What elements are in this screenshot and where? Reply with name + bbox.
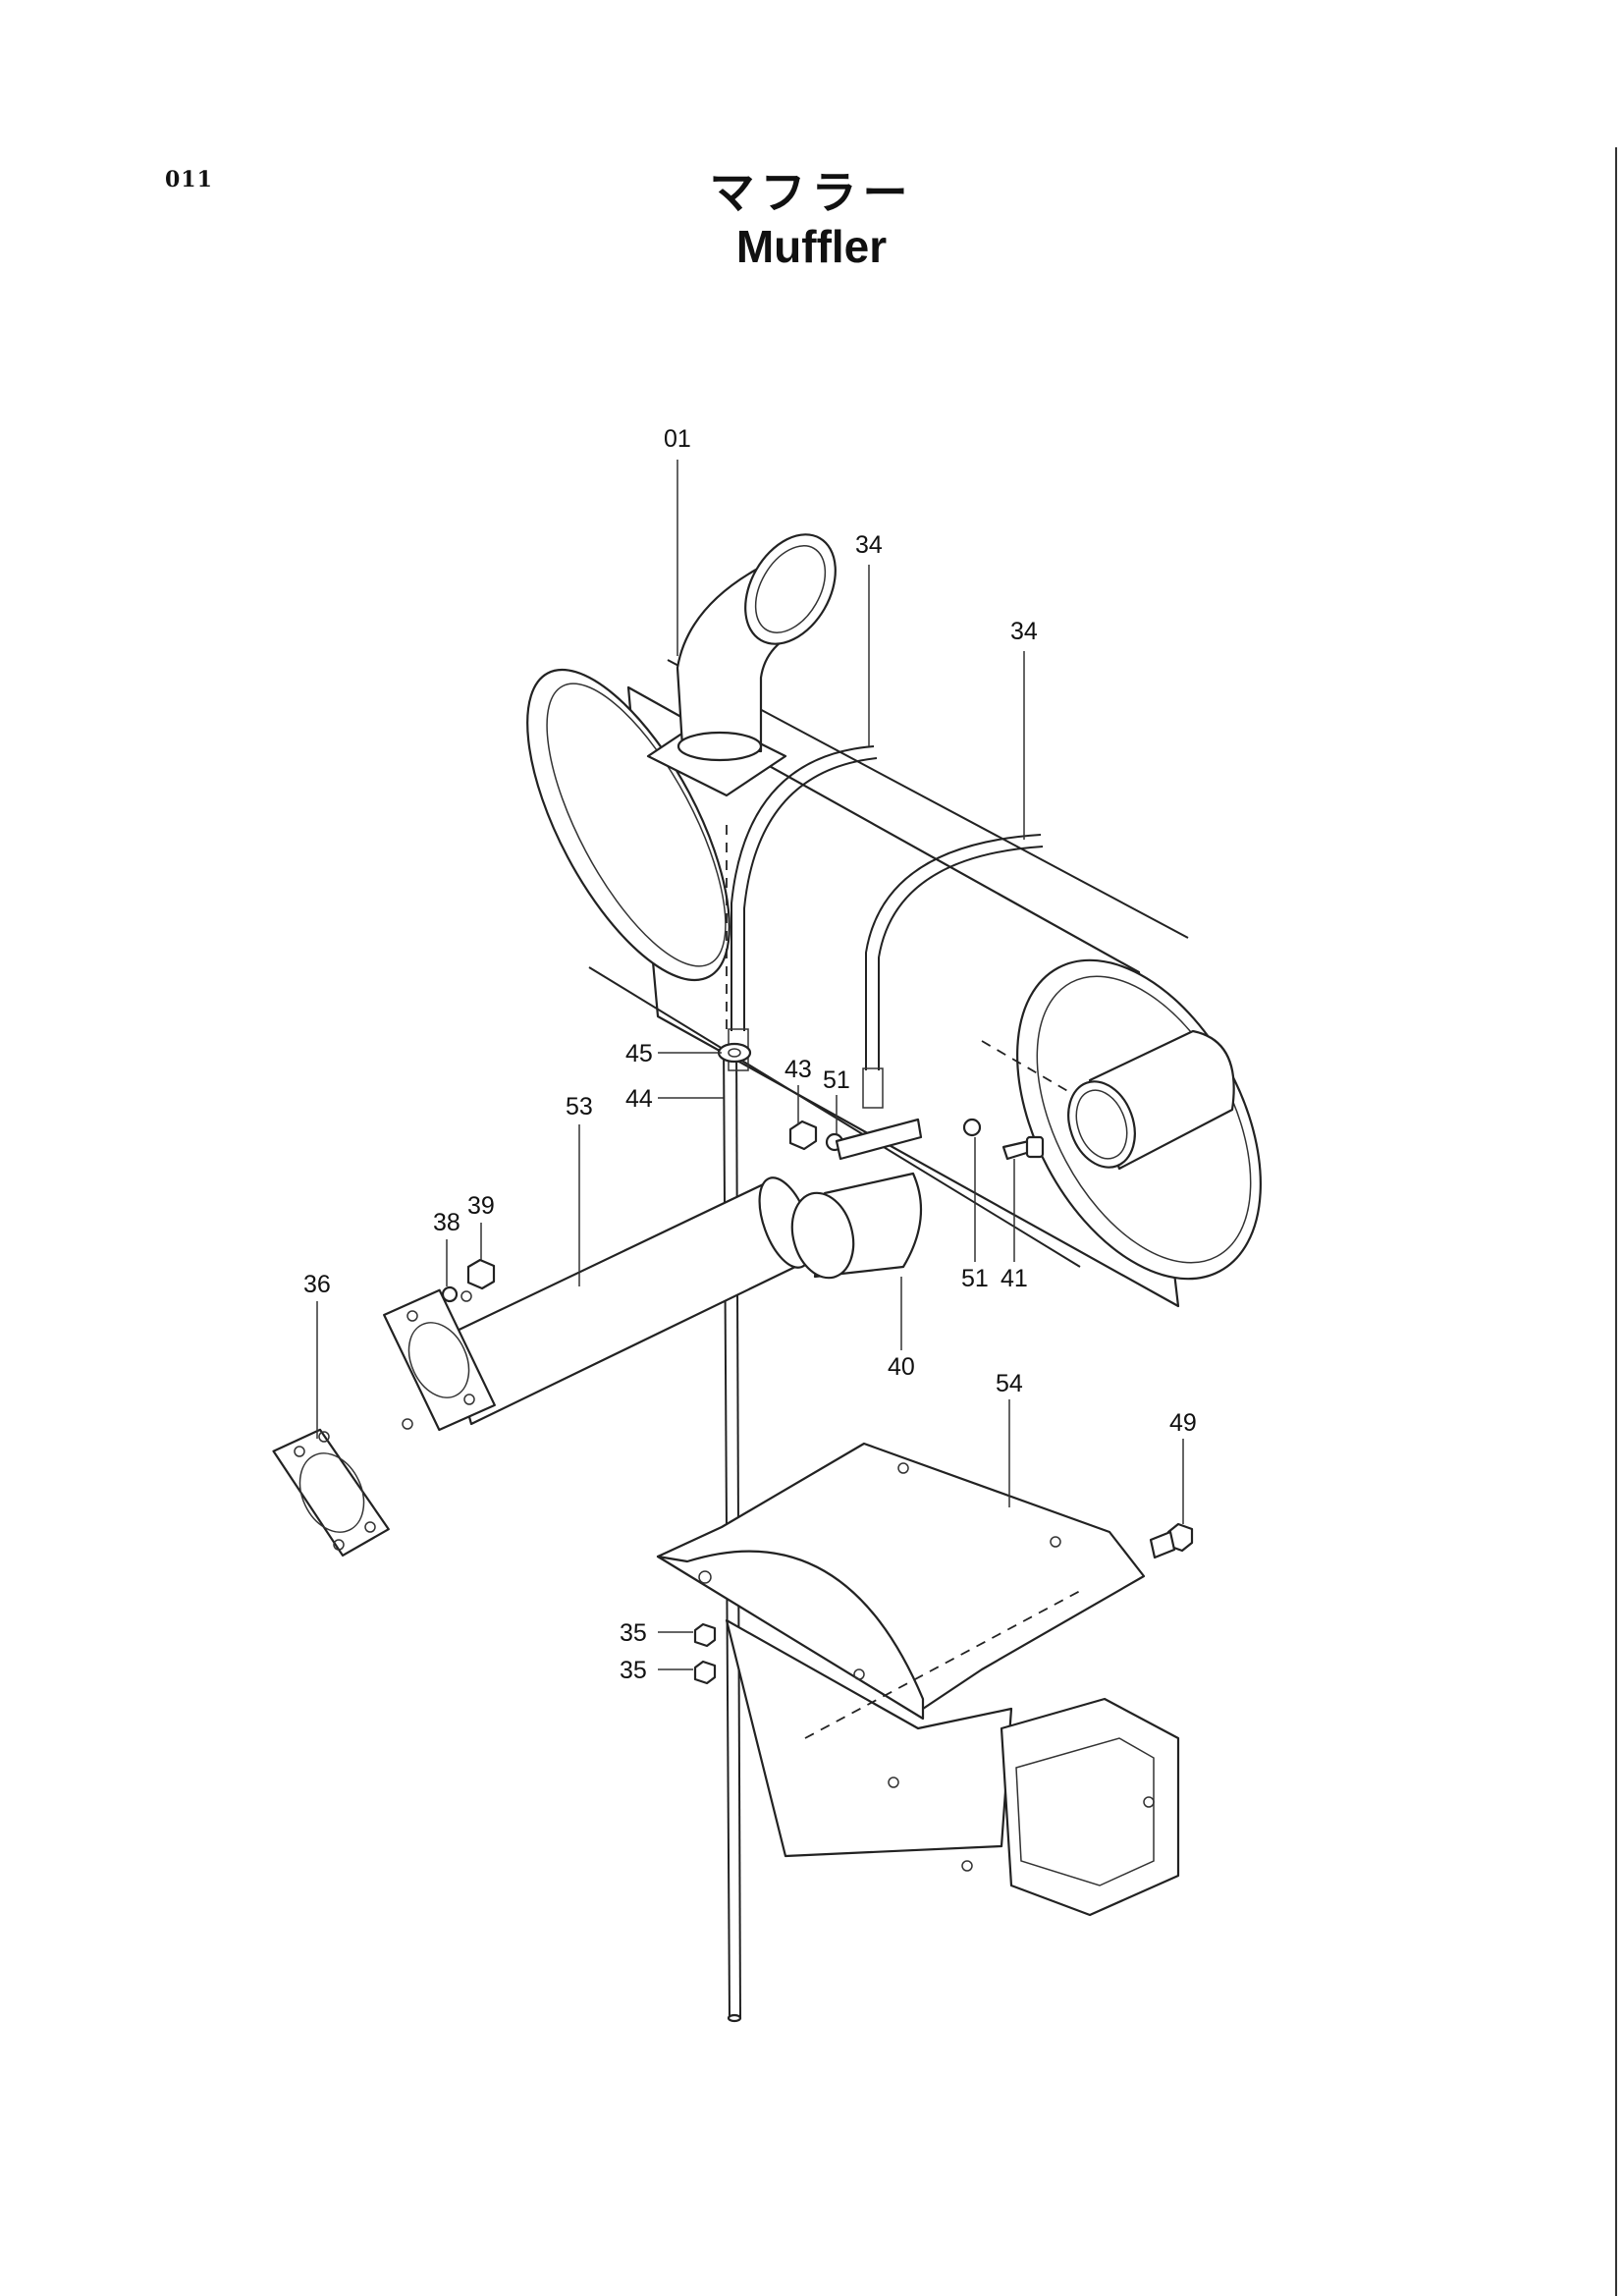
part-small-hardware bbox=[441, 1042, 1194, 1685]
part-tail-pipe bbox=[1067, 1029, 1235, 1171]
callout-41: 41 bbox=[1001, 1265, 1028, 1292]
part-band-clamps bbox=[728, 745, 1044, 1109]
page-title-english: Muffler bbox=[735, 221, 888, 272]
callout-44: 44 bbox=[625, 1085, 653, 1113]
callout-51-upper: 51 bbox=[823, 1066, 850, 1094]
callout-labels: 01 34 34 45 44 43 51 53 38 39 36 51 41 4… bbox=[303, 425, 1197, 1684]
callout-43: 43 bbox=[784, 1056, 812, 1083]
callout-35-lower: 35 bbox=[620, 1657, 647, 1684]
part-outlet-elbow bbox=[646, 533, 837, 797]
callout-34-upper: 34 bbox=[855, 531, 883, 559]
callout-51-lower: 51 bbox=[961, 1265, 989, 1292]
callout-39: 39 bbox=[467, 1192, 495, 1220]
callout-36: 36 bbox=[303, 1271, 331, 1298]
page-edge-line bbox=[1615, 147, 1617, 2296]
page-code: 011 bbox=[165, 167, 213, 192]
callout-54: 54 bbox=[996, 1370, 1023, 1397]
callout-34-lower: 34 bbox=[1010, 618, 1038, 645]
part-bracket bbox=[656, 1442, 1180, 1917]
page-title-japanese: マフラー bbox=[709, 166, 914, 219]
leader-lines bbox=[316, 460, 1184, 1670]
callout-45: 45 bbox=[625, 1040, 653, 1067]
part-inlet-pipe bbox=[383, 1176, 813, 1432]
callout-38: 38 bbox=[433, 1209, 460, 1236]
callout-53: 53 bbox=[566, 1093, 593, 1121]
callout-49: 49 bbox=[1169, 1409, 1197, 1437]
callout-40: 40 bbox=[888, 1353, 915, 1381]
callout-01: 01 bbox=[664, 425, 691, 453]
callout-35-upper: 35 bbox=[620, 1619, 647, 1647]
part-clamp-band bbox=[790, 1118, 923, 1280]
part-gasket bbox=[272, 1428, 390, 1558]
